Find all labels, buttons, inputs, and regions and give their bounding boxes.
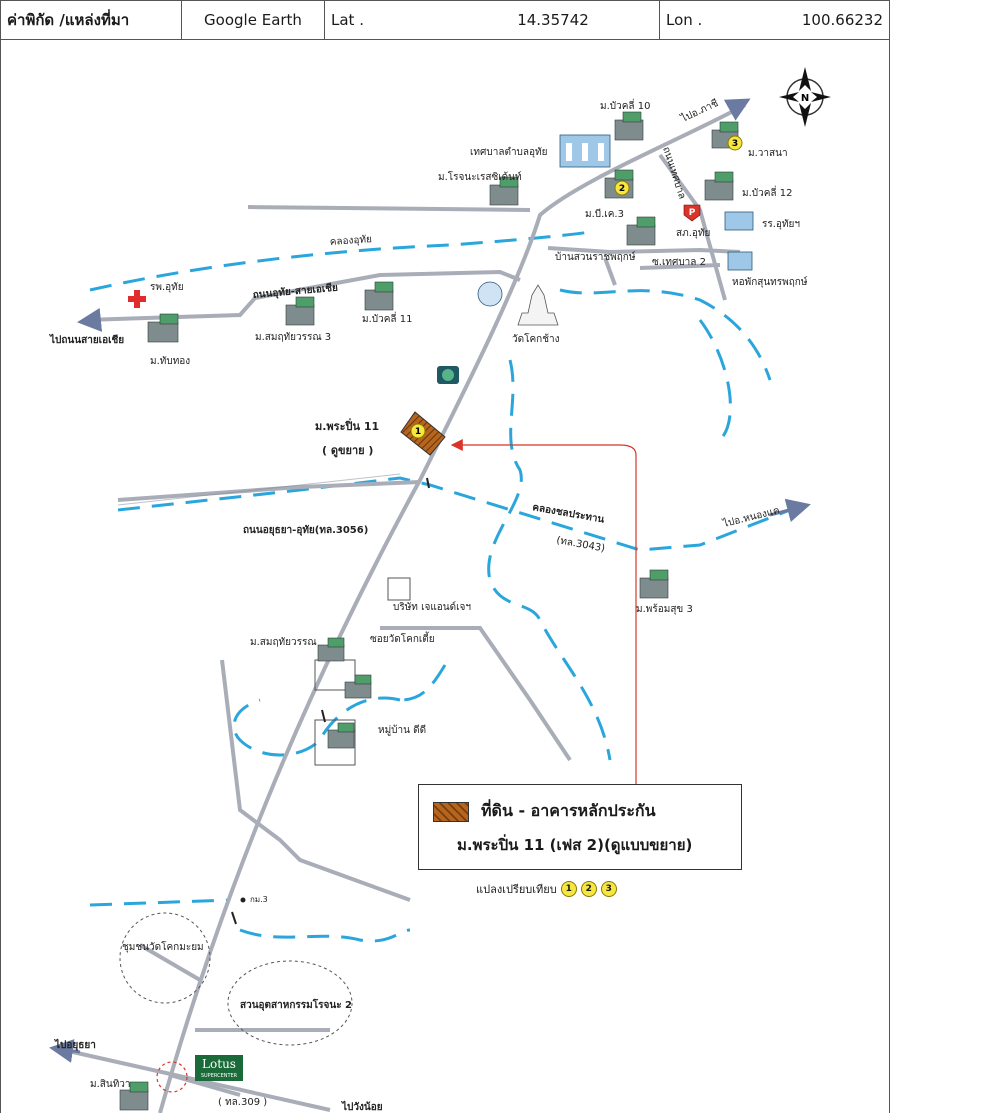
shrine-icon bbox=[477, 281, 503, 307]
compare-dot-2: 2 bbox=[580, 881, 597, 897]
legend-title: ที่ดิน - อาคารหลักประกัน bbox=[481, 801, 656, 820]
label-m-somuthai3: ม.สมฤทัยวรรณ 3 bbox=[255, 332, 331, 343]
label-m-sinthawa: ม.สินทิวา bbox=[90, 1079, 131, 1090]
label-m-buakhli11: ม.บัวคลี่ 11 bbox=[362, 311, 412, 325]
lat-value: 14.35742 bbox=[447, 0, 660, 40]
label-to-ayutthaya: ไปอยุธยา bbox=[54, 1038, 96, 1051]
label-wat: วัดโคกช้าง bbox=[512, 332, 560, 345]
label-khlong-chon: คลองชลประทาน bbox=[531, 501, 605, 525]
label-m-didi: หมู่บ้าน ดีดี bbox=[378, 724, 426, 736]
label-m-thapthong: ม.ทับทอง bbox=[150, 356, 190, 367]
gas-station-icon bbox=[437, 366, 459, 384]
comparison-legend: แปลงเปรียบเทียบ 1 2 3 bbox=[476, 880, 617, 898]
legend-box: ที่ดิน - อาคารหลักประกัน ม.พระปิ่น 11 (เ… bbox=[418, 784, 742, 870]
label-m-wasana: ม.วาสนา bbox=[748, 148, 788, 159]
label-khlong-uthai: คลองอุทัย bbox=[329, 234, 372, 248]
label-ban-suan: บ้านสวนราชพฤกษ์ bbox=[555, 251, 636, 263]
label-to-wangnoi: ไปวังน้อย bbox=[341, 1100, 383, 1113]
source-value: Google Earth bbox=[181, 0, 325, 40]
compare-dot-1: 1 bbox=[560, 881, 577, 897]
legend-swatch bbox=[433, 801, 469, 822]
coord-label: ค่าพิกัด /แหล่งที่มา bbox=[0, 0, 182, 40]
temple-icon bbox=[517, 284, 559, 326]
compare-label: แปลงเปรียบเทียบ bbox=[476, 883, 557, 896]
label-m-somuthai: ม.สมฤทัยวรรณ bbox=[250, 637, 317, 648]
label-m-buakhli12: ม.บัวคลี่ 12 bbox=[742, 185, 792, 199]
comparison-markers: 1 2 3 bbox=[410, 135, 743, 439]
svg-text:1: 1 bbox=[415, 427, 421, 437]
label-rr-uthai: รร.อุทัยฯ bbox=[762, 219, 800, 230]
legend-subtitle: ม.พระปิ่น 11 (เฟส 2)(ดูแบบขยาย) bbox=[457, 836, 693, 854]
canals bbox=[89, 230, 791, 943]
label-m-phraprin: ม.พระปิ่น 11 bbox=[315, 418, 379, 433]
police-icon: P bbox=[683, 204, 701, 222]
coordinate-header: ค่าพิกัด /แหล่งที่มา Google Earth Lat . … bbox=[0, 0, 890, 40]
label-road-309: ( ทล.309 ) bbox=[218, 1097, 267, 1108]
svg-text:Lotus: Lotus bbox=[202, 1057, 236, 1071]
arrow-asia bbox=[77, 307, 103, 332]
label-road-3056: ถนนอยุธยา-อุทัย(ทล.3056) bbox=[243, 524, 368, 536]
lat-label: Lat . bbox=[324, 0, 447, 40]
label-company: บริษัท เจแอนด์เจฯ bbox=[393, 601, 471, 613]
label-to-asia: ไปถนนสายเอเชีย bbox=[49, 333, 124, 346]
zone-outlines bbox=[119, 912, 353, 1046]
label-tessaban-road: ถนนเทศบาล bbox=[660, 146, 687, 201]
svg-text:P: P bbox=[689, 208, 696, 218]
compare-dot-3: 3 bbox=[600, 881, 617, 897]
legend-title-row: ที่ดิน - อาคารหลักประกัน bbox=[433, 799, 656, 824]
arrow-nongkhae bbox=[769, 498, 811, 522]
svg-text:3: 3 bbox=[732, 139, 738, 149]
dorm-icon bbox=[727, 251, 753, 271]
lon-value: 100.66232 bbox=[782, 0, 890, 40]
label-park: สวนอุตสาหกรรมโรจนะ 2 bbox=[240, 998, 352, 1011]
arrow-ayutthaya bbox=[49, 1039, 81, 1063]
label-skn-uthai: สภ.อุทัย bbox=[676, 228, 710, 239]
svg-text:N: N bbox=[801, 93, 809, 104]
label-km3: กม.3 bbox=[250, 895, 268, 904]
arrow-phachi bbox=[723, 98, 751, 121]
municipal-building-icon bbox=[559, 134, 611, 168]
svg-text:SUPERCENTER: SUPERCENTER bbox=[201, 1073, 238, 1079]
label-m-buakhli10: ม.บัวคลี่ 10 bbox=[600, 98, 650, 112]
marker-1: 1 bbox=[410, 423, 426, 439]
label-chumchon: ชุมชนวัดโคกมะยม bbox=[122, 940, 204, 953]
marker-3: 3 bbox=[727, 135, 743, 151]
north-compass-icon: N bbox=[779, 67, 831, 127]
school-icon bbox=[724, 211, 754, 231]
hospital-icon bbox=[128, 290, 146, 308]
map-frame bbox=[0, 40, 890, 1113]
label-m-rochana: ม.โรจนะเรสซิเด้นท์ bbox=[438, 170, 522, 183]
label-hor-phak: หอพักสุนทรพฤกษ์ bbox=[732, 276, 808, 288]
marker-2: 2 bbox=[614, 180, 630, 196]
label-rp-uthai: รพ.อุทัย bbox=[150, 282, 184, 293]
village-icons bbox=[119, 111, 739, 1111]
subject-pointer-arrow bbox=[450, 439, 637, 785]
label-tessaban: เทศบาลตำบลอุทัย bbox=[470, 147, 548, 158]
label-road-uthai-sai: ถนนอุทัย-สายเอเชีย bbox=[252, 282, 338, 301]
label-m-phromsuk: ม.พร้อมสุข 3 bbox=[636, 603, 693, 615]
svg-text:2: 2 bbox=[619, 184, 625, 194]
label-soi-wat: ซอยวัดโคกเตี้ย bbox=[370, 631, 435, 645]
label-dukhyai: ( ดูขยาย ) bbox=[322, 444, 373, 458]
lotus-logo: Lotus SUPERCENTER bbox=[195, 1055, 243, 1081]
lon-label: Lon . bbox=[659, 0, 782, 40]
label-m-bk3: ม.บี.เค.3 bbox=[585, 208, 624, 220]
label-soi-tessaban2: ซ.เทศบาล 2 bbox=[652, 257, 706, 268]
